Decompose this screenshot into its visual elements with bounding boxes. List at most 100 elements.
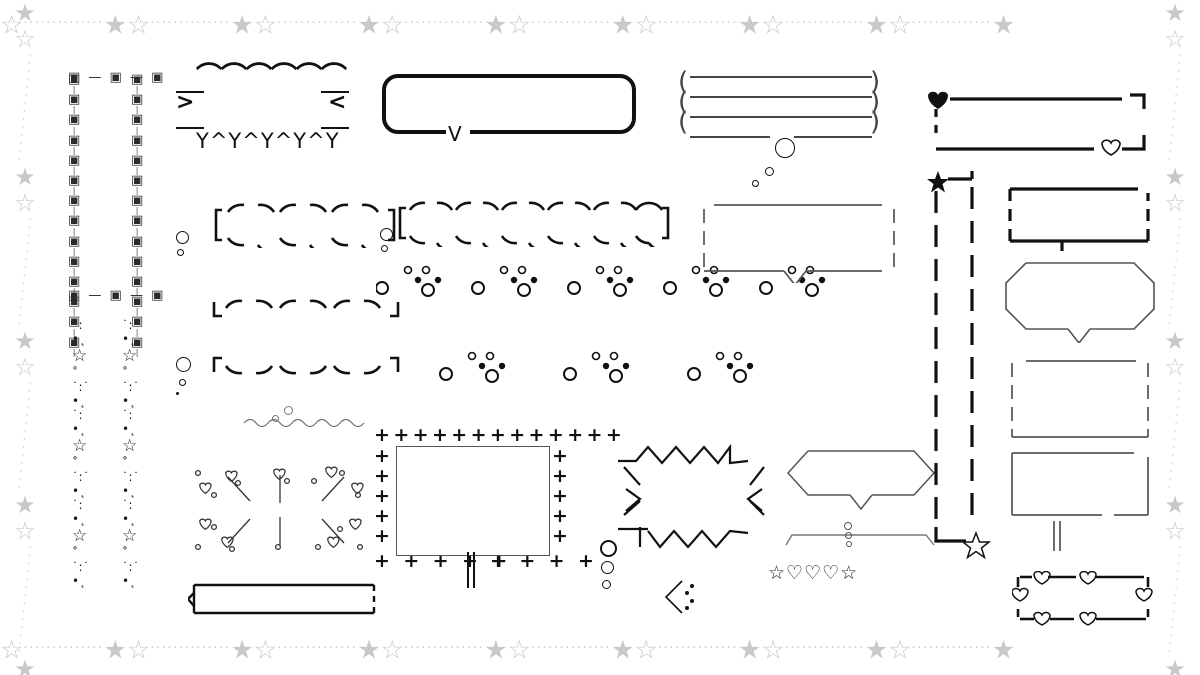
triple-paren-r2: ) — [870, 87, 881, 117]
square-connector: | — [135, 125, 139, 135]
square-glyph: ▣ — [68, 92, 81, 108]
star-outline-icon: ☆ — [634, 10, 658, 41]
open-curve-svg — [785, 534, 935, 546]
star-outline-icon: ☆ — [1164, 25, 1186, 53]
border-dots: ·············· — [1167, 541, 1183, 658]
thought-dot-b — [176, 392, 179, 395]
border-dots: ·············· — [911, 641, 992, 656]
spiky-dash-tr — [321, 91, 349, 93]
dashed-bracket-row-b — [378, 180, 670, 270]
border-left: ★☆··············★☆··············★☆······… — [2, 0, 48, 675]
circle-dot-divider-top — [375, 262, 876, 306]
star-filled-icon: ★ — [738, 635, 762, 666]
divider-top-svg — [375, 265, 826, 297]
arrow-dots-svg — [665, 580, 695, 614]
triple-line-4a — [690, 136, 770, 138]
square-glyph: ▣ — [131, 72, 144, 87]
thought-circle-large-d — [775, 138, 795, 158]
plus-col-left: +++++ — [374, 445, 390, 547]
star-outline-icon: ☆ — [507, 635, 531, 666]
border-star-unit: ☆··············★ — [127, 2, 254, 48]
sparkle-row: ˚ — [72, 456, 79, 470]
bracket-row-a-svg — [214, 203, 396, 254]
star-outline-icon: ☆ — [253, 635, 278, 666]
border-dots: ·············· — [23, 16, 104, 31]
small-rect-svg — [186, 583, 376, 615]
square-connector: | — [135, 327, 139, 337]
border-dots: ·············· — [911, 16, 992, 31]
star-outline-icon: ☆ — [122, 346, 138, 366]
star-filled-icon: ★ — [484, 10, 508, 41]
star-filled-icon: ★ — [14, 163, 36, 191]
sparkle-row: ˙:˙ — [122, 380, 140, 394]
spiky-top-bubble: ⌒⌒⌒⌒⌒⌒ > < Y^Y^Y^Y^Y — [176, 64, 349, 158]
spiky-top-edge: ⌒⌒⌒⌒⌒⌒ — [196, 62, 347, 92]
triple-paren-l1: ( — [678, 67, 689, 97]
plus-box-inner-frame — [396, 446, 550, 556]
zigzag-burst-bubble — [598, 424, 766, 549]
square-connector: | — [72, 226, 76, 236]
border-star-unit: ☆··············★ — [634, 627, 761, 673]
border-dots: ·············· — [784, 641, 865, 656]
star-filled-icon: ★ — [1164, 655, 1186, 675]
thought-circle-small-a — [177, 249, 184, 256]
square-connector: | — [135, 85, 139, 95]
border-dots: ·············· — [150, 16, 231, 31]
star-filled-icon: ★ — [611, 635, 635, 666]
square-connector: | — [72, 246, 76, 256]
plus-col-right: +++++ — [552, 445, 568, 547]
sparkle-row: ˙: — [72, 318, 84, 332]
square-glyph: ▣ — [68, 173, 81, 189]
square-glyph: ▣ — [131, 112, 144, 128]
border-dots: ·············· — [657, 641, 739, 656]
spiky-dash-tl — [176, 91, 204, 93]
thought-circle-small-c — [381, 245, 388, 252]
star-outline-icon: ☆ — [761, 10, 785, 41]
square-connector: | — [72, 287, 76, 297]
square-connector: | — [135, 105, 139, 115]
star-filled-icon: ★ — [864, 10, 889, 41]
star-outline-icon: ☆ — [14, 189, 36, 217]
heart-burst-svg — [195, 466, 365, 553]
star-filled-icon: ★ — [230, 10, 254, 41]
sparkle-row: ˚ — [72, 546, 79, 560]
border-dots: ·············· — [1167, 377, 1183, 494]
triple-line-3 — [690, 116, 872, 118]
heart-dashed-frame — [906, 68, 1154, 188]
octagon-bubble-svg — [1005, 262, 1156, 345]
heart-dashed-frame-svg — [928, 91, 1146, 156]
border-dots: ·············· — [784, 16, 865, 31]
square-glyph: ▣ — [68, 274, 81, 290]
open-curve-line — [764, 512, 936, 574]
triple-line-1 — [690, 76, 872, 78]
spiky-dash-bl — [176, 127, 204, 129]
sparkle-row: •˛ — [122, 422, 137, 436]
square-glyph: ▣ — [131, 253, 144, 269]
thought-circle-large-a — [176, 231, 189, 244]
thought-circle-mid-d — [765, 167, 774, 176]
sparkle-row: ˙: — [122, 318, 134, 332]
dashed-bracket-row-a — [176, 182, 396, 269]
border-dots: ·············· — [277, 16, 358, 31]
dashed-outline-rect — [990, 340, 1152, 464]
star-filled-icon: ★ — [991, 635, 1016, 666]
star-outline-icon: ☆ — [72, 526, 88, 546]
star-filled-icon: ★ — [1164, 327, 1186, 355]
border-dots: ·············· — [23, 641, 104, 656]
border-dots: ·············· — [150, 641, 231, 656]
star-filled-icon: ★ — [14, 491, 36, 519]
square-glyph: ▣ — [131, 334, 144, 350]
sparkle-row: ˙: — [122, 408, 134, 422]
spiky-bottom-edge: Y^Y^Y^Y^Y — [196, 129, 340, 153]
star-outline-icon: ☆ — [0, 10, 24, 41]
square-connector: | — [72, 166, 76, 176]
square-connector: | — [72, 186, 76, 196]
square-glyph: ▣ — [68, 112, 81, 128]
square-connector: | — [135, 287, 139, 297]
square-connector: | — [135, 347, 139, 357]
heart-dashed-box — [992, 552, 1154, 626]
square-connector: | — [72, 125, 76, 135]
star-outline-icon: ☆ — [1164, 353, 1186, 381]
border-star-unit: ☆··············★ — [0, 2, 127, 48]
